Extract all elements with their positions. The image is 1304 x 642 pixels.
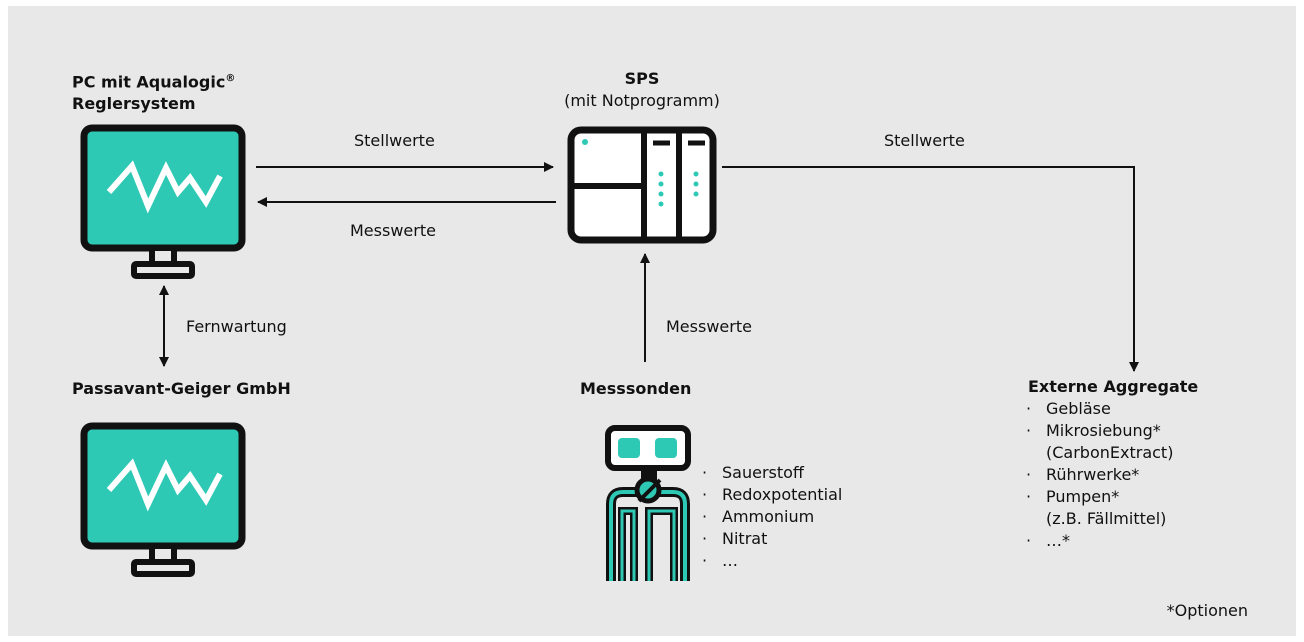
plc-icon [567,126,717,244]
sonden-title: Messsonden [580,379,692,398]
monitor-icon [80,422,246,577]
list-item-sub: (CarbonExtract) [1046,443,1174,462]
list-item: Rührwerke* [1024,464,1173,486]
footnote: *Optionen [1166,601,1248,620]
sps-title: SPS [624,69,660,88]
aggregate-list: Gebläse Mikrosiebung* (CarbonExtract) Rü… [1024,398,1173,552]
list-item: Nitrat [700,528,842,550]
list-item: Ammonium [700,506,842,528]
list-item: Pumpen* [1024,486,1173,508]
list-item: Redoxpotential [700,484,842,506]
arrow-stellwerte-ext [722,166,1139,372]
list-item: Sauerstoff [700,462,842,484]
sonden-list: Sauerstoff Redoxpotential Ammonium Nitra… [700,462,842,572]
sps-subtitle: (mit Notprogramm) [564,91,720,110]
label-messwerte-pc: Messwerte [350,221,436,240]
list-item: …* [1024,530,1173,552]
list-item: Gebläse [1024,398,1173,420]
label-stellwerte-pc: Stellwerte [354,131,435,150]
aggregate-title: Externe Aggregate [1028,377,1199,396]
monitor-icon [80,124,246,279]
label-fernwartung: Fernwartung [186,317,287,336]
list-item-sub: (z.B. Fällmittel) [1046,509,1167,528]
list-item: … [700,550,842,572]
label-stellwerte-ext: Stellwerte [884,131,965,150]
diagram-panel: PC mit Aqualogic® Reglersystem SPS (mit … [8,6,1296,636]
list-item: Mikrosiebung* [1024,420,1173,442]
pc-title: PC mit Aqualogic® Reglersystem [72,72,236,114]
probe-icon [605,425,691,581]
diagram-canvas [80,124,1139,581]
label-messwerte-sonden: Messwerte [666,317,752,336]
service-title: Passavant-Geiger GmbH [72,379,291,398]
